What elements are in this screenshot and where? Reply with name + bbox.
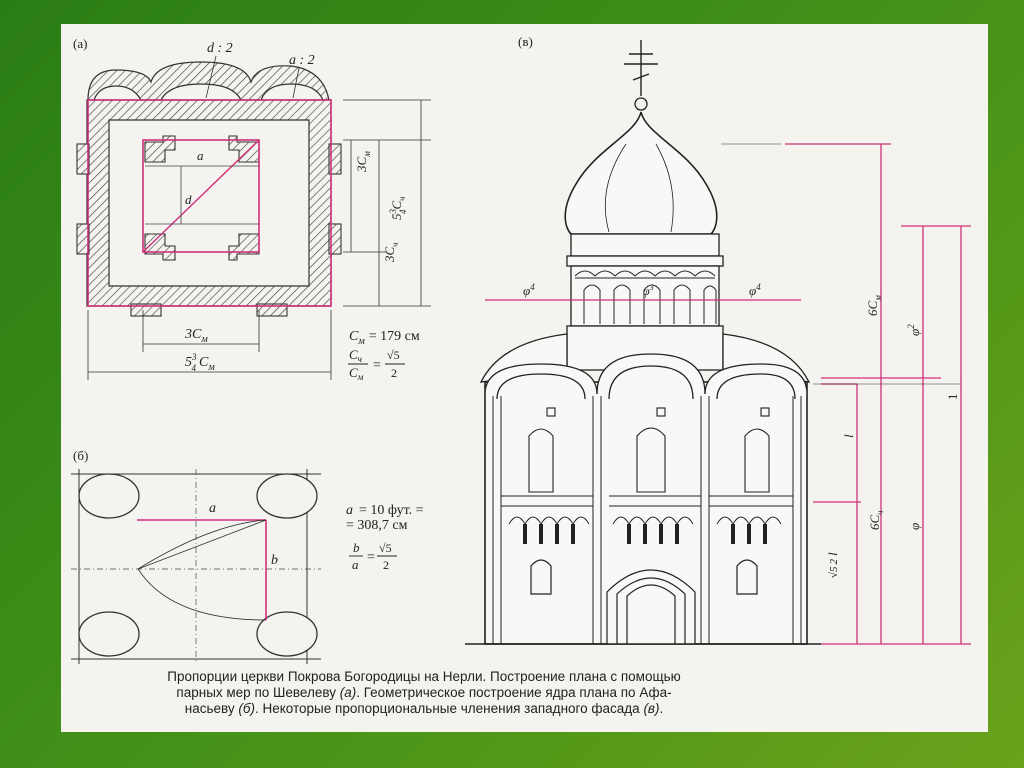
label-d2: d : 2: [207, 41, 233, 56]
formula-ba: b a = √5 2: [349, 540, 397, 572]
svg-text:2: 2: [383, 558, 389, 572]
panel-c-tag: (в): [518, 34, 533, 49]
svg-text:a: a: [352, 557, 359, 572]
outer-walls: [86, 99, 332, 307]
formula-a-sym: a: [346, 503, 353, 518]
inner-measure-rect: [142, 139, 260, 253]
label-6cm: 6Cм: [865, 295, 883, 316]
formula-cm: Cм= 179 см: [349, 329, 420, 347]
caption-line-1: Пропорции церкви Покрова Богородицы на Н…: [167, 669, 681, 684]
svg-text:√5: √5: [379, 541, 392, 555]
label-3cm-bottom: 3Cм: [184, 327, 208, 345]
svg-text:2: 2: [391, 366, 397, 380]
lower-windows: [530, 559, 758, 595]
label-b-b: b: [271, 553, 278, 568]
label-3cch: 3Cч: [382, 243, 400, 263]
buttresses: [76, 143, 342, 317]
label-phi3: φ3: [643, 283, 654, 298]
formula-a-line1: = 10 фут. =: [359, 503, 424, 518]
label-6cch: 6Cч: [867, 511, 885, 530]
label-phi4-left: φ4: [523, 282, 535, 298]
formula-ratio: Cч Cм = √5 2: [348, 347, 405, 382]
architectural-drawing: (а) d : 2 a : 2: [71, 34, 971, 664]
label-a2: a : 2: [289, 53, 315, 68]
svg-text:Cм: Cм: [349, 365, 364, 382]
svg-text:Cч: Cч: [349, 347, 362, 364]
diagonal-d: [142, 139, 260, 253]
pier-circles: [78, 473, 318, 657]
panel-b-construction: (б) a b a = 10 фут. = = 308,7 см: [71, 448, 424, 664]
caption-line-3: насьеву (б). Некоторые пропорциональные …: [184, 701, 664, 716]
label-d: d: [185, 192, 192, 207]
cross: [624, 40, 658, 96]
arcature-columns: [523, 524, 767, 544]
svg-text:=: =: [367, 550, 375, 565]
drum-arcades: [574, 270, 716, 279]
panel-b-tag: (б): [73, 448, 88, 463]
guide-lines: [721, 143, 961, 385]
zakomaras: [484, 353, 808, 400]
caption-line-2: парных мер по Шевелеву (а). Геометрическ…: [176, 685, 672, 700]
inner-piers: [144, 135, 260, 261]
label-l: l: [841, 434, 856, 438]
panel-c-facade: (в): [465, 34, 971, 645]
drum-windows: [583, 284, 717, 324]
panel-a-plan: (а) d : 2 a : 2: [73, 36, 431, 382]
svg-text:b: b: [353, 540, 360, 555]
label-1: 1: [945, 394, 960, 401]
label-a: a: [197, 148, 204, 163]
right-dimensions: [343, 99, 431, 307]
label-phi2: φ2: [906, 324, 922, 336]
svg-text:√5: √5: [387, 348, 400, 362]
panel-a-tag: (а): [73, 36, 87, 51]
label-3cm-right: 3Cм: [354, 151, 372, 173]
figure-caption: Пропорции церкви Покрова Богородицы на Н…: [79, 669, 769, 717]
bottom-dimensions: [87, 310, 332, 380]
upper-windows: [528, 407, 770, 493]
label-b-a: a: [209, 501, 216, 516]
pilasters: [492, 396, 802, 644]
formula-a-line2: = 308,7 см: [346, 518, 408, 533]
drum: [566, 233, 724, 327]
label-phi4-right: φ4: [749, 282, 761, 298]
slide-frame: (а) d : 2 a : 2: [61, 24, 988, 732]
label-534cch: 534Cч: [388, 197, 408, 220]
label-phi: φ: [907, 523, 922, 530]
onion-dome: [564, 111, 718, 235]
outer-measure-rect: [87, 99, 332, 307]
svg-text:=: =: [373, 358, 381, 373]
label-sqrt5-2-l: √52l: [825, 552, 840, 578]
portal: [606, 569, 696, 644]
